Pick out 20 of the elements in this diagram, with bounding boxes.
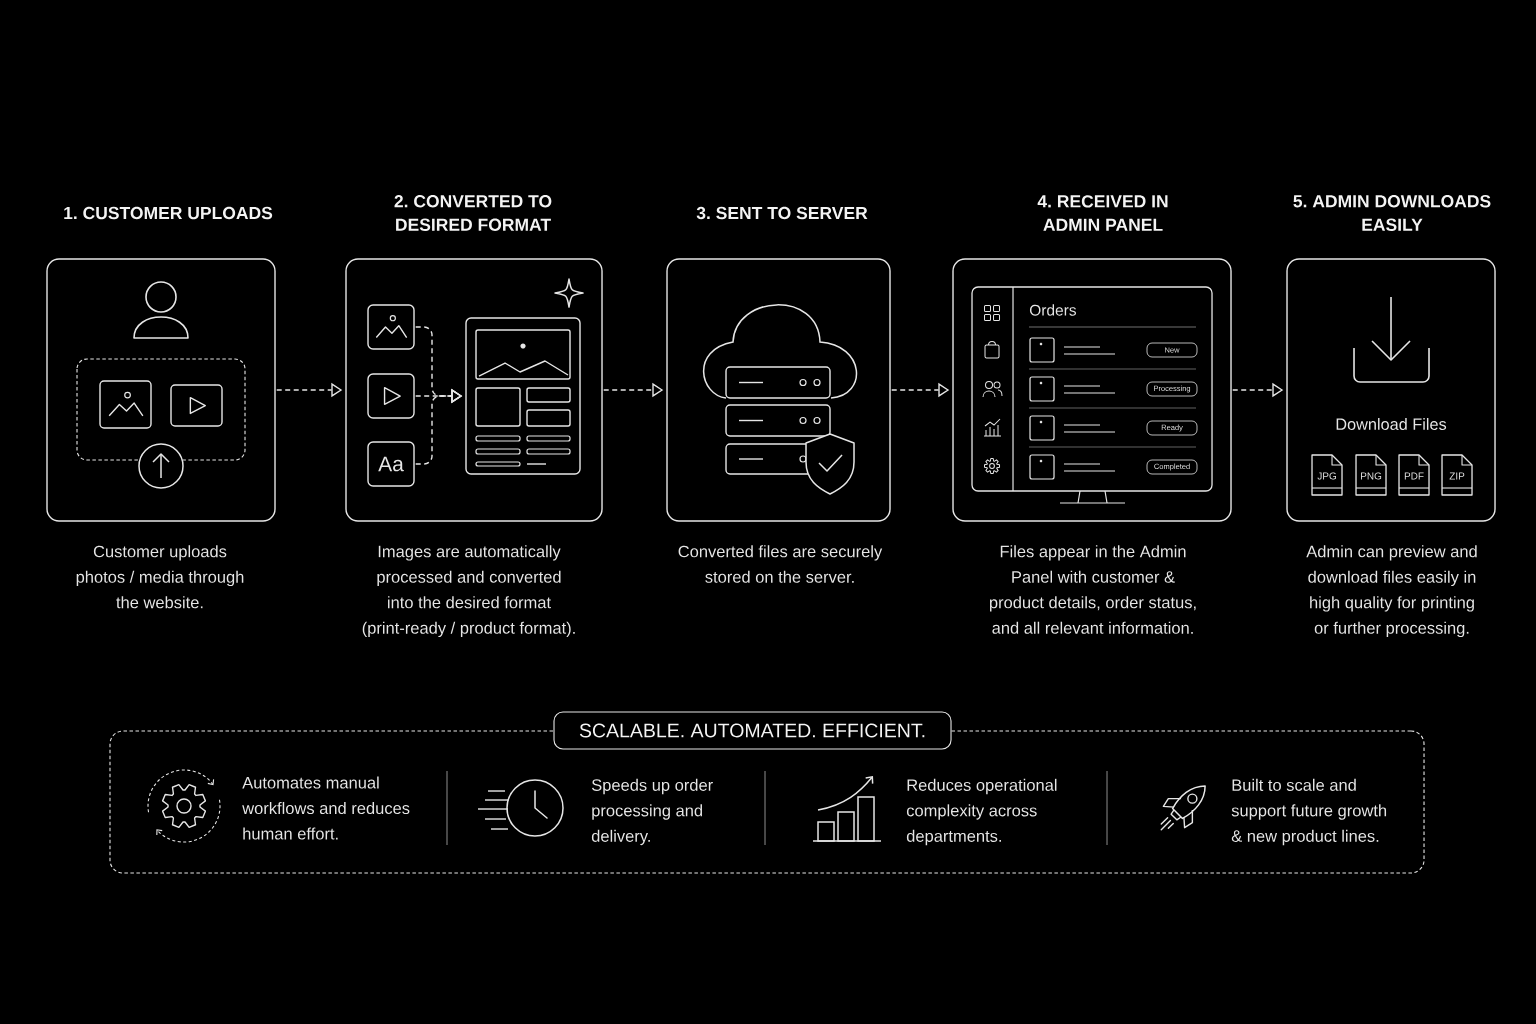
image-tile — [367, 304, 415, 350]
step-description: Converted files are securely stored on the server. — [678, 545, 883, 583]
tagline-badge: SCALABLE. AUTOMATED. EFFICIENT. — [553, 711, 952, 750]
step-description: Images are automatically processed and converted into the desired format (print-ready / product format). — [362, 545, 575, 638]
step-description: Admin can preview and download files easily in high quality for printing or further processing. — [1306, 545, 1477, 638]
feature-text: Speeds up order processing and delivery. — [591, 778, 713, 846]
feature-text: Automates manual workflows and reduces human effort. — [242, 776, 410, 840]
feature-text: Built to scale and support future growth & new product lines. — [1231, 778, 1387, 846]
caption-text: Download Files — [1336, 418, 1447, 430]
step-heading: 2. CONVERTED TO DESIRED FORMAT — [394, 195, 552, 231]
step-heading: 5. ADMIN DOWNLOADS EASILY — [1293, 195, 1491, 231]
step-heading: 4. RECEIVED IN ADMIN PANEL — [1037, 195, 1168, 231]
step-heading: 1. CUSTOMER UPLOADS — [64, 206, 273, 220]
step-description: Customer uploads photos / media through the website. — [76, 545, 244, 609]
page-layout-icon — [465, 317, 581, 475]
feature-text: Reduces operational complexity across departments. — [906, 778, 1057, 846]
video-tile — [367, 373, 415, 419]
step-heading: 3. SENT TO SERVER — [696, 206, 868, 220]
step-description: Files appear in the Admin Panel with customer & product details, order status, and all relevant information. — [990, 545, 1196, 634]
text-tile: Aa — [367, 441, 415, 487]
